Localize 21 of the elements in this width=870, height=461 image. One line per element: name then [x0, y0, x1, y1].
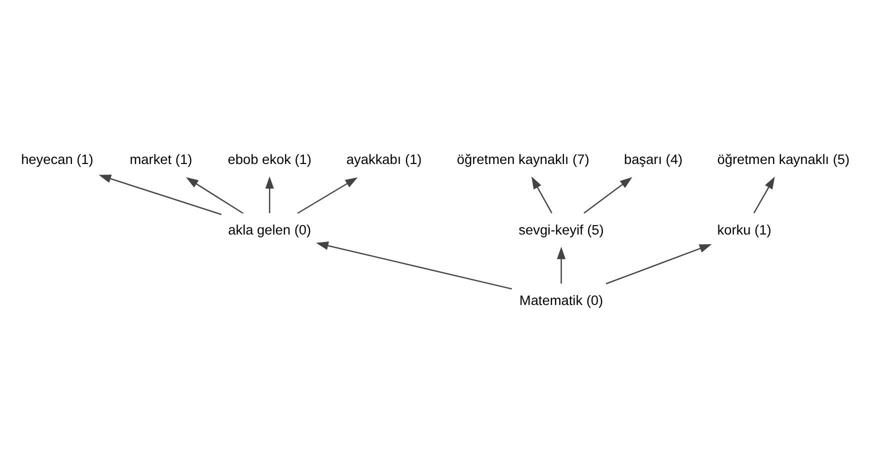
node-text: heyecan (1)	[21, 152, 94, 167]
arrow	[297, 176, 358, 214]
node-text: öğretmen kaynaklı (7)	[456, 152, 590, 167]
node-text: öğretmen kaynaklı (5)	[717, 152, 850, 167]
arrow	[316, 240, 512, 289]
node-text: ayakkabı (1)	[346, 152, 422, 167]
node-text: başarı (4)	[624, 152, 683, 167]
node-text: Matematik (0)	[519, 292, 604, 308]
arrow	[186, 176, 244, 214]
arrow	[98, 174, 222, 215]
node-text: sevgi-keyif (5)	[518, 222, 604, 238]
arrow	[606, 244, 712, 284]
arrow	[531, 176, 552, 213]
node-text: korku (1)	[717, 222, 772, 238]
arrow	[584, 176, 632, 214]
arrow	[265, 176, 274, 213]
arrow	[556, 246, 566, 284]
node-text: market (1)	[130, 152, 192, 167]
node-text: ebob ekok (1)	[228, 152, 312, 167]
node-text: akla gelen (0)	[228, 222, 312, 238]
arrow	[753, 176, 775, 213]
